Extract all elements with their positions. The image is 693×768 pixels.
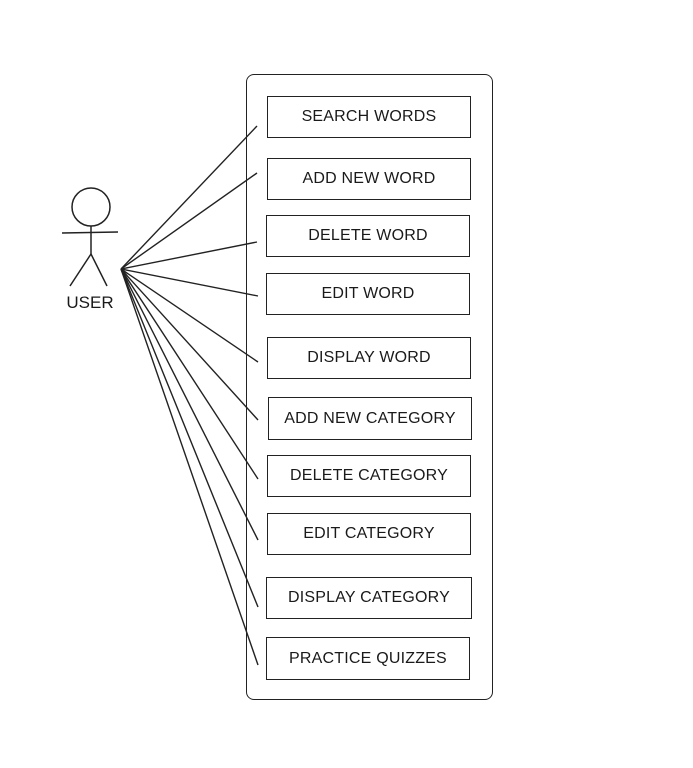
association-line: [120, 172, 258, 270]
actor-arms: [61, 231, 119, 234]
use-case-add-new-word: ADD NEW WORD: [267, 158, 471, 200]
association-line: [120, 268, 259, 363]
association-line: [120, 241, 258, 270]
use-case-display-word: DISPLAY WORD: [267, 337, 471, 379]
association-line: [120, 268, 259, 297]
actor-left-leg: [69, 253, 92, 287]
association-line: [120, 268, 259, 541]
actor-right-leg: [90, 253, 108, 287]
association-line: [120, 268, 259, 480]
association-line: [120, 268, 259, 666]
stick-figure-icon: [61, 187, 119, 287]
actor-head: [71, 187, 111, 227]
use-case-edit-word: EDIT WORD: [266, 273, 470, 315]
actor-label: USER: [66, 293, 114, 312]
association-line: [120, 268, 259, 421]
use-case-edit-category: EDIT CATEGORY: [267, 513, 471, 555]
association-line: [120, 268, 259, 608]
use-case-practice-quizzes: PRACTICE QUIZZES: [266, 637, 470, 680]
association-line: [120, 125, 258, 270]
use-case-delete-word: DELETE WORD: [266, 215, 470, 257]
use-case-display-category: DISPLAY CATEGORY: [266, 577, 472, 619]
use-case-search-words: SEARCH WORDS: [267, 96, 471, 138]
use-case-delete-category: DELETE CATEGORY: [267, 455, 471, 497]
system-boundary: [246, 74, 493, 700]
use-case-add-new-category: ADD NEW CATEGORY: [268, 397, 472, 440]
association-lines: [120, 125, 259, 666]
